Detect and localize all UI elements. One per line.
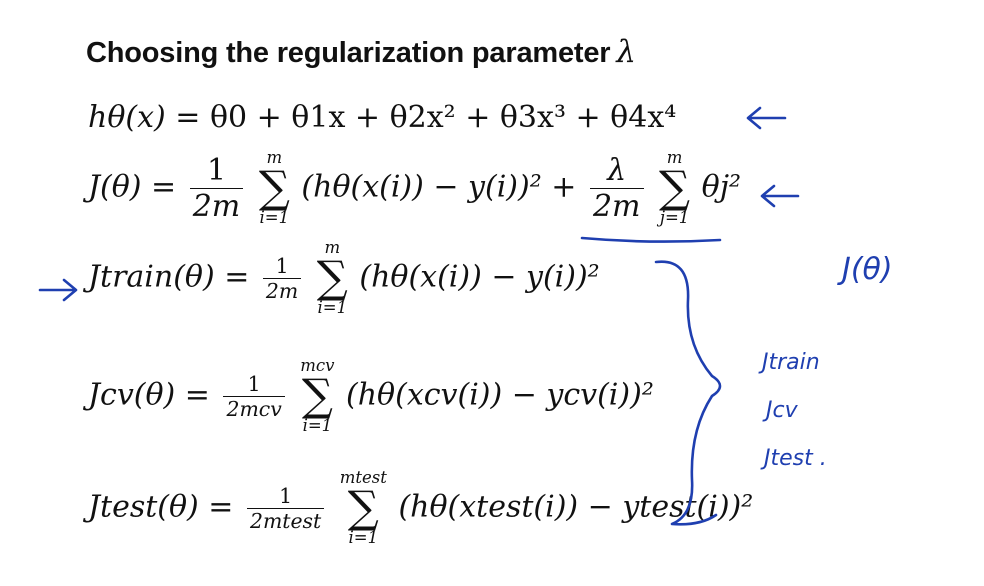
test-fraction-den: 2mtest [249, 508, 322, 533]
cost-body: (hθ(x(i)) − y(i))² + [301, 169, 577, 205]
cv-fraction: 1 2mcv [223, 372, 285, 421]
train-fraction-num: 1 [262, 254, 302, 279]
handwritten-jtest: Jtest . [764, 446, 827, 471]
arrow-left-icon [746, 106, 787, 130]
cv-body: (hθ(xcv(i)) − ycv(i))² [346, 377, 654, 413]
reg-fraction-den: 2m [592, 188, 641, 224]
test-sum: mtest ∑ i=1 [339, 468, 387, 547]
cv-sum: mcv ∑ i=1 [300, 356, 335, 435]
cv-sum-top: mcv [300, 356, 335, 375]
test-fraction-num: 1 [246, 484, 325, 509]
handwritten-jtrain: Jtrain [762, 350, 820, 375]
cv-fraction-den: 2mcv [226, 396, 282, 421]
sigma-symbol: ∑ [659, 162, 691, 213]
reg-sum-bottom: j=1 [659, 208, 690, 227]
cv-equation: Jcv(θ) = 1 2mcv mcv ∑ i=1 (hθ(xcv(i)) − … [88, 356, 654, 435]
reg-sum-top: m [666, 148, 683, 167]
cost-sum-top: m [266, 148, 283, 167]
reg-body: θj² [701, 169, 742, 205]
reg-fraction-num: λ [589, 153, 644, 189]
title-text: Choosing the regularization parameter [86, 37, 611, 69]
sigma-symbol: ∑ [316, 252, 348, 303]
cost-sum-bottom: i=1 [259, 208, 290, 227]
hypothesis-equation: hθ(x) = θ0 + θ1x + θ2x² + θ3x³ + θ4x⁴ [88, 100, 676, 135]
hypothesis-rhs: = θ0 + θ1x + θ2x² + θ3x³ + θ4x⁴ [175, 100, 677, 135]
train-fraction: 1 2m [262, 254, 302, 303]
train-lhs: Jtrain(θ) = [88, 259, 250, 295]
cost-equation: J(θ) = 1 2m m ∑ i=1 (hθ(x(i)) − y(i))² +… [88, 148, 742, 227]
handwritten-jcv: Jcv [766, 398, 798, 423]
cost-sum: m ∑ i=1 [258, 148, 290, 227]
test-equation: Jtest(θ) = 1 2mtest mtest ∑ i=1 (hθ(xtes… [88, 468, 754, 547]
test-body: (hθ(xtest(i)) − ytest(i))² [398, 489, 754, 525]
lambda-symbol: λ [616, 34, 636, 70]
brace-mark [654, 260, 722, 526]
train-sum: m ∑ i=1 [316, 238, 348, 317]
cv-lhs: Jcv(θ) = [88, 377, 210, 413]
cost-fraction-num: 1 [189, 153, 244, 189]
test-sum-top: mtest [339, 468, 387, 487]
train-sum-top: m [324, 238, 341, 257]
cost-fraction: 1 2m [189, 153, 244, 224]
cost-lhs: J(θ) = [88, 169, 177, 205]
sigma-symbol: ∑ [258, 162, 290, 213]
handwritten-j-theta: J(θ) [842, 252, 893, 287]
arrow-left-icon [760, 184, 800, 208]
train-sum-bottom: i=1 [317, 298, 348, 317]
test-fraction: 1 2mtest [246, 484, 325, 533]
hypothesis-lhs: hθ(x) [88, 100, 166, 135]
arrow-right-icon [38, 278, 78, 302]
train-equation: Jtrain(θ) = 1 2m m ∑ i=1 (hθ(x(i)) − y(i… [88, 238, 600, 317]
train-fraction-den: 2m [265, 278, 299, 303]
cv-fraction-num: 1 [223, 372, 285, 397]
cv-sum-bottom: i=1 [302, 416, 333, 435]
train-body: (hθ(x(i)) − y(i))² [359, 259, 600, 295]
test-lhs: Jtest(θ) = [88, 489, 234, 525]
underline-mark [580, 236, 722, 243]
reg-fraction: λ 2m [589, 153, 644, 224]
sigma-symbol: ∑ [301, 370, 333, 421]
sigma-symbol: ∑ [347, 482, 379, 533]
cost-fraction-den: 2m [192, 188, 241, 224]
test-sum-bottom: i=1 [348, 528, 379, 547]
reg-sum: m ∑ j=1 [659, 148, 691, 227]
